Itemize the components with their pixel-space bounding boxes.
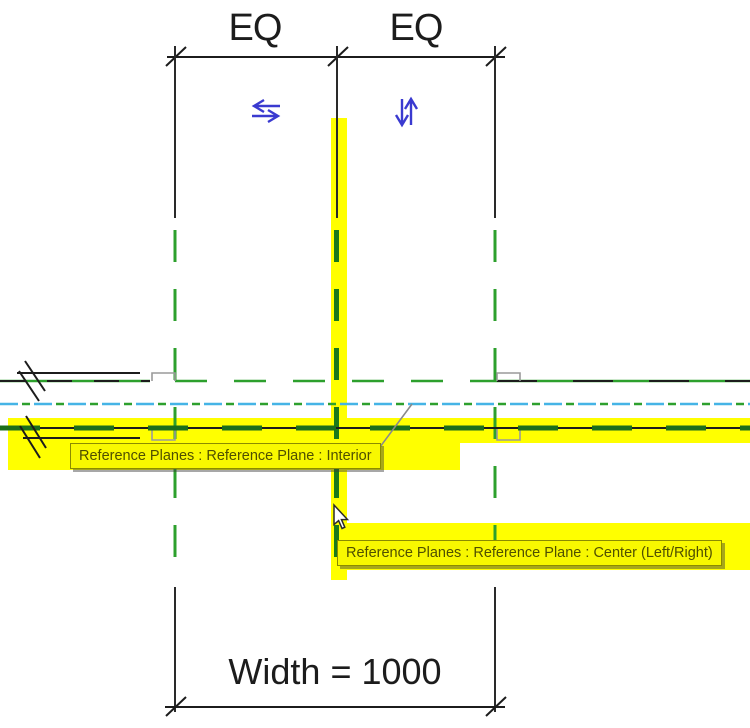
cursor-arrow-shape	[333, 503, 350, 530]
flip-vertical-icon[interactable]	[394, 96, 419, 128]
flip-horizontal-bottom-arrow[interactable]	[252, 108, 281, 124]
eq-label-left[interactable]: EQ	[228, 7, 283, 49]
profile-jog-bottom-left[interactable]	[151, 428, 176, 441]
tooltip-leader-line	[379, 403, 413, 448]
highlight-layer	[8, 118, 750, 580]
tooltip-reference-plane-interior: Reference Planes : Reference Plane : Int…	[70, 443, 381, 469]
width-tick-left	[165, 696, 187, 717]
flip-vertical-down-arrow[interactable]	[394, 99, 410, 128]
extension-lines	[174, 46, 496, 712]
profile-jog-bottom-right[interactable]	[496, 428, 521, 441]
tooltip-reference-plane-center: Reference Planes : Reference Plane : Cen…	[337, 540, 722, 566]
witness-tick-top-1	[24, 360, 46, 392]
profile-jogs	[151, 372, 521, 441]
width-tick-right	[485, 696, 507, 717]
exterior-reference-plane-group	[0, 360, 750, 402]
witness-tick-bottom-2	[19, 425, 41, 459]
eq-label-right[interactable]: EQ	[389, 7, 444, 49]
flip-horizontal-icon[interactable]	[251, 98, 281, 124]
witness-tick-top-2	[18, 370, 40, 402]
width-dimension-value[interactable]: Width = 1000	[228, 651, 442, 692]
flip-horizontal-top-arrow[interactable]	[251, 98, 280, 114]
witness-tick-bottom-1	[25, 415, 47, 449]
profile-jog-top-left[interactable]	[151, 372, 176, 381]
width-dimension[interactable]	[165, 696, 507, 717]
interior-reference-plane-group	[0, 415, 750, 459]
flip-vertical-up-arrow[interactable]	[403, 96, 419, 125]
profile-jog-top-right[interactable]	[496, 372, 521, 381]
cursor-arrow-icon	[333, 503, 350, 530]
